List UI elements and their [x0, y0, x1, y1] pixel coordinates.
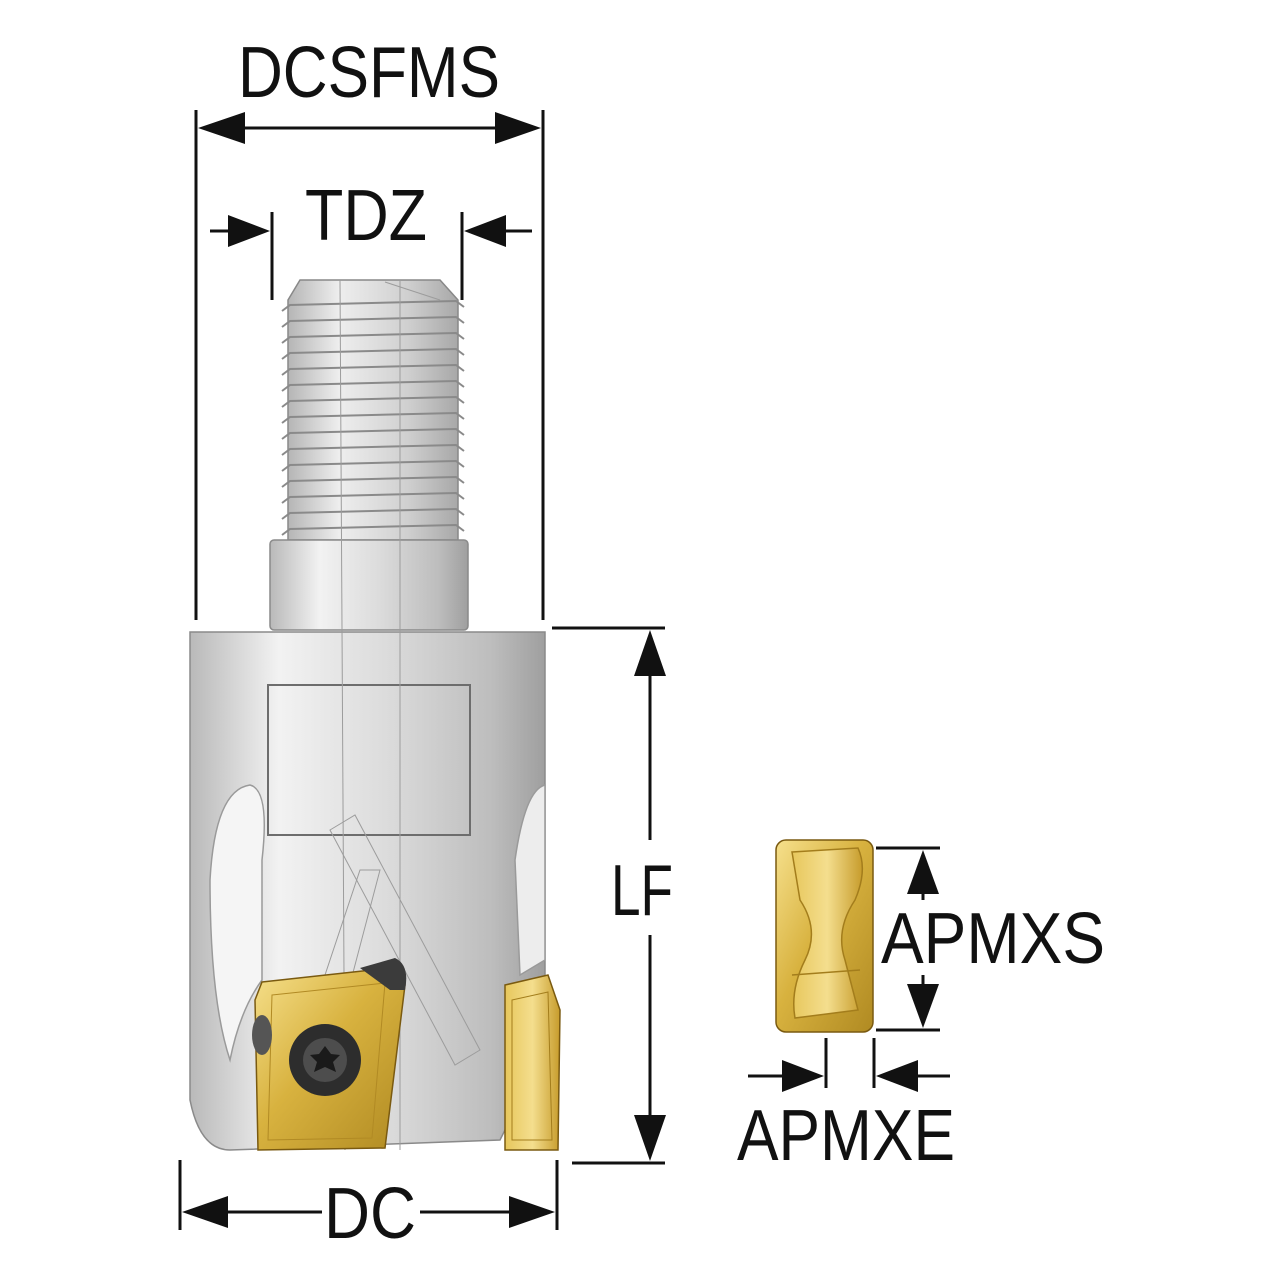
arrow-right-icon	[228, 215, 270, 247]
body-flat	[267, 684, 471, 836]
thread-ridge	[281, 379, 465, 392]
cutting-insert-right	[504, 974, 561, 1151]
dimension-lines	[178, 110, 950, 1230]
arrow-down-icon	[907, 984, 939, 1028]
arrow-up-icon	[907, 850, 939, 894]
thread-ridge	[281, 363, 465, 376]
thread-ridge	[281, 427, 465, 440]
thread-ridge	[281, 443, 465, 456]
arrow-right-icon	[495, 112, 541, 144]
torx-screw-icon	[289, 1024, 361, 1096]
thread-ridge	[281, 299, 465, 312]
thread-ridge	[281, 331, 465, 344]
insert-detail-drawing	[775, 839, 874, 1033]
dimension-arrowheads	[182, 112, 939, 1228]
shank-neck	[269, 539, 469, 631]
chip-flute-right	[514, 784, 546, 977]
label-dc: DC	[324, 1174, 416, 1254]
arrow-left-icon	[182, 1196, 228, 1228]
thread-ridge	[281, 411, 465, 424]
label-dcsfms: DCSFMS	[238, 33, 500, 113]
thread-ridge	[281, 395, 465, 408]
thread-ridge	[281, 315, 465, 328]
thread-ridge	[281, 523, 465, 536]
thread-ridge	[281, 491, 465, 504]
arrow-right-icon	[782, 1060, 824, 1092]
thread-ridge	[281, 475, 465, 488]
thread-ridge	[281, 459, 465, 472]
label-apmxe: APMXE	[737, 1096, 955, 1176]
tool-drawing	[189, 279, 561, 1151]
arrow-left-icon	[464, 215, 506, 247]
threaded-shank	[281, 279, 465, 541]
arrow-up-icon	[634, 630, 666, 676]
arrow-left-icon	[876, 1060, 918, 1092]
label-lf: LF	[611, 851, 673, 931]
chip-flute-left	[209, 784, 266, 1063]
label-tdz: TDZ	[305, 176, 427, 256]
arrow-right-icon	[509, 1196, 555, 1228]
arrow-down-icon	[634, 1115, 666, 1161]
thread-ridge	[281, 347, 465, 360]
arrow-left-icon	[198, 112, 245, 144]
insert-clamp	[360, 958, 407, 990]
thread-ridge	[281, 507, 465, 520]
label-apmxs: APMXS	[881, 899, 1105, 979]
coolant-hole	[252, 1015, 272, 1055]
